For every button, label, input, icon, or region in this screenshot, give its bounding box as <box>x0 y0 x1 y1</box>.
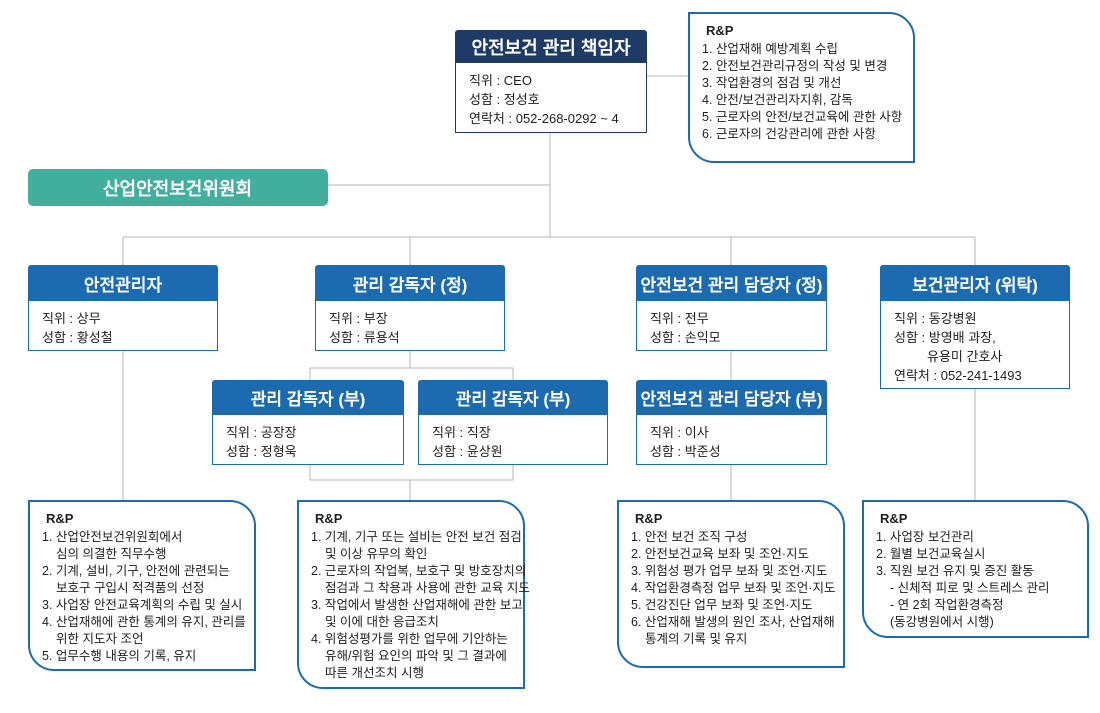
rp-title: R&P <box>315 511 343 526</box>
rp-item: 3. 위험성 평가 업무 보좌 및 조언·지도 <box>631 564 828 578</box>
rp-item: 3. 작업환경의 점검 및 개선 <box>702 76 842 90</box>
top-title: 안전보건 관리 책임자 <box>455 30 647 63</box>
rp-item: 1. 산업안전보건위원회에서 <box>42 530 183 544</box>
rp-item-cont: 보호구 구입시 적격품의 선정 <box>56 581 205 595</box>
rp-item: 1. 기계, 기구 또는 설비는 안전 보건 점검 <box>311 530 522 544</box>
rp-item: 6. 산업재해 발생의 원인 조사, 산업재해 <box>631 615 835 629</box>
rp-item-cont: 통계의 기록 및 유지 <box>645 632 748 646</box>
rp-title: R&P <box>635 511 663 526</box>
officer-main-info: 직위 : 전무 성함 : 손익모 <box>636 301 827 351</box>
supervisor-main-title: 관리 감독자 (정) <box>315 265 505 301</box>
rp-item-cont: 따른 개선조치 시행 <box>325 666 424 680</box>
rp-item: 3. 작업에서 발생한 산업재해에 관한 보고 <box>311 598 523 612</box>
info-line: 성함 : 황성철 <box>42 330 113 345</box>
info-line: 성함 : 정형욱 <box>226 444 297 459</box>
info-line: 직위 : 부장 <box>329 311 388 326</box>
rp-item-cont: 및 이에 대한 응급조치 <box>325 615 439 629</box>
top-info-line: 연락처 : 052-268-0292 ~ 4 <box>469 111 619 126</box>
supervisor-sub1-info: 직위 : 공장장 성함 : 정형욱 <box>212 415 404 465</box>
rp-item: 2. 안전보건교육 보좌 및 조언·지도 <box>631 547 809 561</box>
rp-item-cont: 및 이상 유무의 확인 <box>325 547 428 561</box>
supervisor-main-info: 직위 : 부장 성함 : 류용석 <box>315 301 505 351</box>
rp-item: 3. 사업장 안전교육계획의 수립 및 실시 <box>42 598 243 612</box>
rp-item: 2. 근로자의 작업복, 보호구 및 방호장치의 <box>311 564 527 578</box>
rp-item: 1. 사업장 보건관리 <box>876 530 974 544</box>
info-line: 성함 : 류용석 <box>329 330 400 345</box>
top-info: 직위 : CEO 성함 : 정성호 연락처 : 052-268-0292 ~ 4 <box>455 63 647 133</box>
rp-item: 2. 기계, 설비, 기구, 안전에 관련되는 <box>42 564 230 578</box>
rp-subitem: (동강병원에서 시행) <box>890 615 994 629</box>
rp-item: 2. 안전보건관리규정의 작성 및 변경 <box>702 59 888 73</box>
rp-subitem: - 연 2회 작업환경측정 <box>890 598 1004 612</box>
rp-item: 1. 안전 보건 조직 구성 <box>631 530 748 544</box>
info-line-cont: 유용미 간호사 <box>927 349 1003 364</box>
supervisor-sub1-title: 관리 감독자 (부) <box>212 380 404 415</box>
top-info-line: 직위 : CEO <box>469 73 532 88</box>
rp-item-cont: 유해/위험 요인의 파악 및 그 결과에 <box>325 649 507 663</box>
info-line: 직위 : 상무 <box>42 311 101 326</box>
info-line: 성함 : 윤상원 <box>432 444 503 459</box>
health-manager-rp-box: R&P 1. 사업장 보건관리 2. 월별 보건교육실시 3. 직원 보건 유지… <box>862 500 1089 638</box>
top-rp-box: R&P 1. 산업재해 예방계획 수립 2. 안전보건관리규정의 작성 및 변경… <box>688 12 915 163</box>
rp-title: R&P <box>46 511 74 526</box>
rp-item: 4. 안전/보건관리자지휘, 감독 <box>702 93 853 107</box>
rp-title: R&P <box>880 511 908 526</box>
health-manager-title: 보건관리자 (위탁) <box>880 265 1070 301</box>
rp-item: 5. 근로자의 안전/보건교육에 관한 사항 <box>702 110 903 124</box>
supervisor-sub2-title: 관리 감독자 (부) <box>418 380 608 415</box>
info-line: 직위 : 이사 <box>650 425 709 440</box>
health-manager-info: 직위 : 동강병원 성함 : 방영배 과장, 유용미 간호사 연락처 : 052… <box>880 301 1070 389</box>
rp-item: 4. 위험성평가를 위한 업무에 기안하는 <box>311 632 508 646</box>
info-line: 직위 : 직장 <box>432 425 491 440</box>
rp-item-cont: 점검과 그 착용과 사용에 관한 교육 지도 <box>325 581 530 595</box>
info-line: 연락처 : 052-241-1493 <box>894 368 1022 383</box>
rp-item: 5. 업무수행 내용의 기록, 유지 <box>42 649 197 663</box>
supervisor-sub2-info: 직위 : 직장 성함 : 윤상원 <box>418 415 608 465</box>
rp-item: 3. 직원 보건 유지 및 증진 활동 <box>876 564 1034 578</box>
rp-item: 6. 근로자의 건강관리에 관한 사항 <box>702 127 876 141</box>
officer-main-title: 안전보건 관리 담당자 (정) <box>636 265 827 301</box>
supervisor-rp-box: R&P 1. 기계, 기구 또는 설비는 안전 보건 점검 및 이상 유무의 확… <box>297 500 530 689</box>
info-line: 성함 : 손익모 <box>650 330 721 345</box>
rp-item-cont: 위한 지도자 조언 <box>56 632 144 646</box>
info-line: 성함 : 박준성 <box>650 444 721 459</box>
officer-sub-title: 안전보건 관리 담당자 (부) <box>636 380 827 415</box>
info-line: 직위 : 동강병원 <box>894 311 977 326</box>
safety-manager-title: 안전관리자 <box>28 265 218 301</box>
safety-manager-info: 직위 : 상무 성함 : 황성철 <box>28 301 218 351</box>
rp-subitem: - 신체적 피로 및 스트레스 관리 <box>890 581 1050 595</box>
rp-item-cont: 심의 의결한 직무수행 <box>56 547 167 561</box>
rp-item: 1. 산업재해 예방계획 수립 <box>702 42 838 56</box>
info-line: 직위 : 공장장 <box>226 425 297 440</box>
officer-sub-info: 직위 : 이사 성함 : 박준성 <box>636 415 827 465</box>
safety-manager-rp-box: R&P 1. 산업안전보건위원회에서 심의 의결한 직무수행 2. 기계, 설비… <box>28 500 256 671</box>
rp-item: 2. 월별 보건교육실시 <box>876 547 986 561</box>
info-line: 성함 : 방영배 과장, <box>894 330 996 345</box>
rp-item: 4. 작업환경측정 업무 보좌 및 조언·지도 <box>631 581 836 595</box>
top-info-line: 성함 : 정성호 <box>469 92 540 107</box>
officer-rp-box: R&P 1. 안전 보건 조직 구성 2. 안전보건교육 보좌 및 조언·지도 … <box>617 500 845 668</box>
rp-item: 5. 건강진단 업무 보좌 및 조언·지도 <box>631 598 813 612</box>
rp-item: 4. 산업재해에 관한 통계의 유지, 관리를 <box>42 615 246 629</box>
committee-banner: 산업안전보건위원회 <box>28 169 328 206</box>
info-line: 직위 : 전무 <box>650 311 709 326</box>
rp-title: R&P <box>706 23 734 38</box>
